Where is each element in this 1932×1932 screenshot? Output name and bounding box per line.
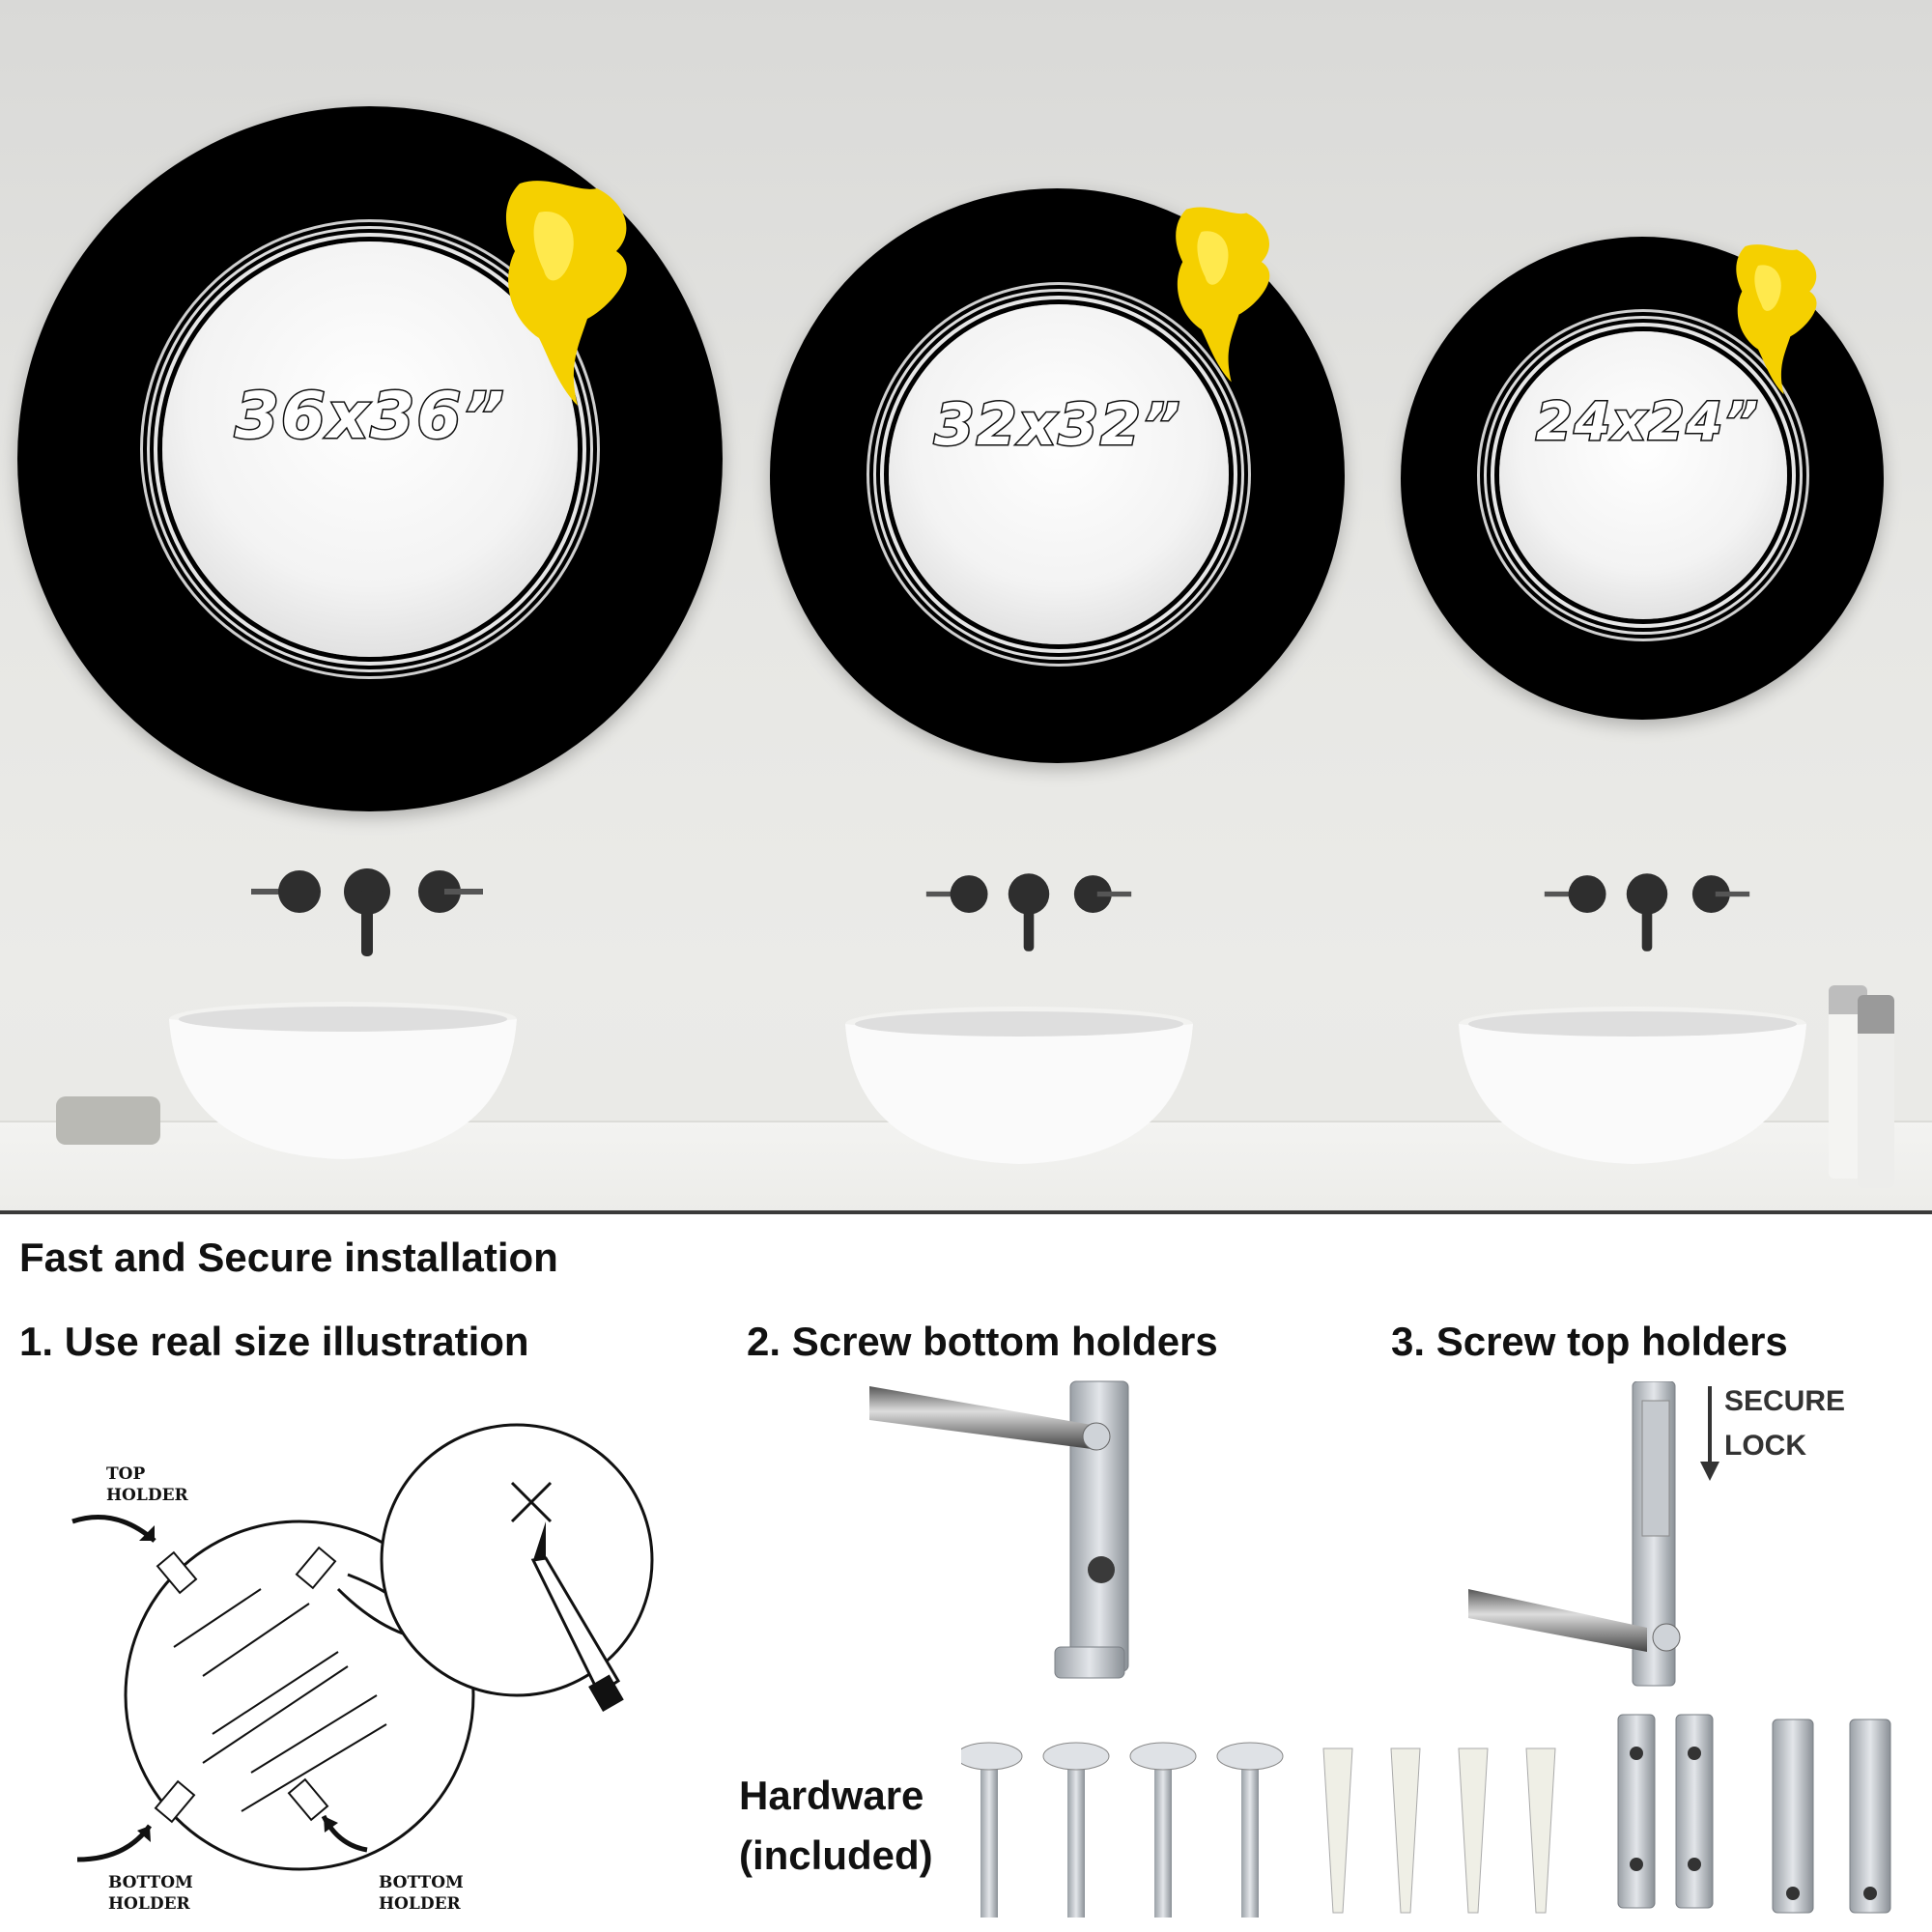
wall-anchor-icon xyxy=(1390,1747,1421,1914)
yellow-smoke-accent xyxy=(505,181,627,406)
step-2-label: 2. Screw bottom holders xyxy=(747,1319,1218,1364)
secure-lock-label: SECURE LOCK xyxy=(1724,1385,1846,1462)
bottom-holder-left-label: BOTTOM HOLDER xyxy=(108,1873,193,1914)
hardware-label: Hardware (included) xyxy=(739,1773,933,1878)
holder-bracket-icon xyxy=(1849,1719,1891,1914)
mirror-glass xyxy=(162,242,578,657)
bottom-holder-right-label: BOTTOM HOLDER xyxy=(379,1873,464,1914)
section-divider xyxy=(0,1210,1932,1214)
yellow-smoke-accent xyxy=(1176,207,1270,383)
magnifier-callout xyxy=(380,1423,654,1697)
screw-icon xyxy=(1129,1742,1197,1918)
mirror-size-label: 32x32” xyxy=(933,390,1182,461)
top-holder-image xyxy=(1468,1381,1681,1687)
mirror-32: 32x32” xyxy=(770,188,1345,763)
mirror-glass xyxy=(1499,331,1787,619)
screw-icon xyxy=(961,1742,1023,1918)
wall-anchor-icon xyxy=(1458,1747,1489,1914)
stone-dish xyxy=(56,1096,160,1145)
top-holder-left xyxy=(156,1550,198,1595)
mirror-24: 24x24” xyxy=(1401,237,1884,720)
pencil-icon xyxy=(530,1521,624,1712)
arrow-down-icon xyxy=(1700,1386,1719,1481)
top-holder-right xyxy=(295,1546,337,1590)
faucet-set xyxy=(1544,873,1750,952)
vessel-sink xyxy=(169,1002,517,1159)
faucet-set xyxy=(251,868,483,956)
screw-icon xyxy=(1216,1742,1284,1918)
bottom-holder-left xyxy=(154,1779,196,1824)
wall-anchor-icon xyxy=(1525,1747,1556,1914)
bottom-holder-image xyxy=(869,1380,1129,1679)
installation-title: Fast and Secure installation xyxy=(19,1235,558,1280)
soap-bottle xyxy=(1858,995,1894,1188)
mirror-size-label: 24x24” xyxy=(1535,390,1760,454)
holder-bracket-icon xyxy=(1675,1714,1714,1909)
yellow-smoke-accent xyxy=(1736,244,1817,395)
vessel-sink xyxy=(1459,1007,1806,1164)
step-3-label: 3. Screw top holders xyxy=(1391,1319,1788,1364)
step-1-label: 1. Use real size illustration xyxy=(19,1319,529,1364)
bathroom-scene: 36x36” 32x32” 24x24” xyxy=(0,0,1932,1212)
faucet-set xyxy=(925,873,1132,952)
vessel-sink xyxy=(845,1007,1193,1164)
screw-icon xyxy=(1042,1742,1110,1918)
wall-anchor-icon xyxy=(1322,1747,1353,1914)
installation-diagram xyxy=(71,1423,654,1871)
mirror-size-label: 36x36” xyxy=(234,378,506,455)
holder-bracket-icon xyxy=(1617,1714,1656,1909)
mirror-36: 36x36” xyxy=(17,106,723,811)
holder-bracket-icon xyxy=(1772,1719,1814,1914)
mirror-glass xyxy=(889,304,1229,644)
top-holder-label: TOP HOLDER xyxy=(106,1464,188,1505)
bottom-holder-right xyxy=(287,1777,329,1822)
hardware-items xyxy=(961,1714,1891,1918)
